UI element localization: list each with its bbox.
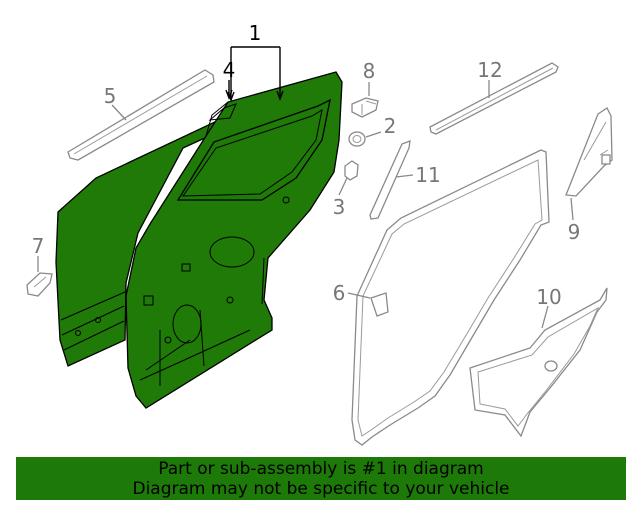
callout-7: 7 bbox=[32, 234, 45, 258]
callout-5: 5 bbox=[104, 84, 117, 108]
leader-lines bbox=[37, 46, 574, 329]
callout-1: 1 bbox=[249, 21, 262, 45]
parts-diagram: 1 4 5 12 8 2 3 7 11 9 6 10 bbox=[26, 21, 613, 446]
callout-12: 12 bbox=[477, 58, 502, 82]
leader-1 bbox=[230, 46, 281, 98]
callout-6: 6 bbox=[333, 281, 346, 305]
banner-line-2: Diagram may not be specific to your vehi… bbox=[132, 479, 510, 499]
callout-4: 4 bbox=[223, 58, 236, 82]
part-2-grommet[interactable] bbox=[348, 131, 366, 147]
leader-11 bbox=[395, 174, 414, 178]
part-12-window-strip[interactable] bbox=[429, 62, 559, 135]
callout-8: 8 bbox=[363, 59, 376, 83]
part-9-pillar-trim[interactable] bbox=[565, 107, 613, 197]
part-6-weatherstrip[interactable] bbox=[351, 149, 550, 446]
info-banner: Part or sub-assembly is #1 in diagram Di… bbox=[16, 457, 626, 500]
leader-4 bbox=[225, 80, 233, 100]
part-11-pillar-trim[interactable] bbox=[369, 140, 411, 220]
leader-5 bbox=[111, 104, 127, 121]
part-8-clip[interactable] bbox=[351, 97, 379, 118]
leader-9 bbox=[570, 197, 574, 221]
part-1-door-inner-panel[interactable] bbox=[125, 71, 343, 409]
part-7-bracket[interactable] bbox=[26, 272, 53, 297]
leader-3 bbox=[338, 177, 348, 196]
leader-10 bbox=[541, 305, 549, 329]
banner-line-1: Part or sub-assembly is #1 in diagram bbox=[158, 459, 484, 479]
leader-2 bbox=[365, 131, 382, 138]
callout-2: 2 bbox=[384, 114, 397, 138]
callout-9: 9 bbox=[568, 220, 581, 244]
callout-10: 10 bbox=[536, 285, 561, 309]
part-5-belt-molding[interactable] bbox=[67, 69, 215, 161]
callout-numbers: 1 4 5 12 8 2 3 7 11 9 6 10 bbox=[32, 21, 581, 309]
part-3-clip[interactable] bbox=[344, 160, 359, 181]
callout-3: 3 bbox=[333, 195, 346, 219]
leader-6 bbox=[347, 292, 371, 299]
callout-11: 11 bbox=[415, 163, 440, 187]
part-10-seal[interactable] bbox=[469, 287, 608, 438]
